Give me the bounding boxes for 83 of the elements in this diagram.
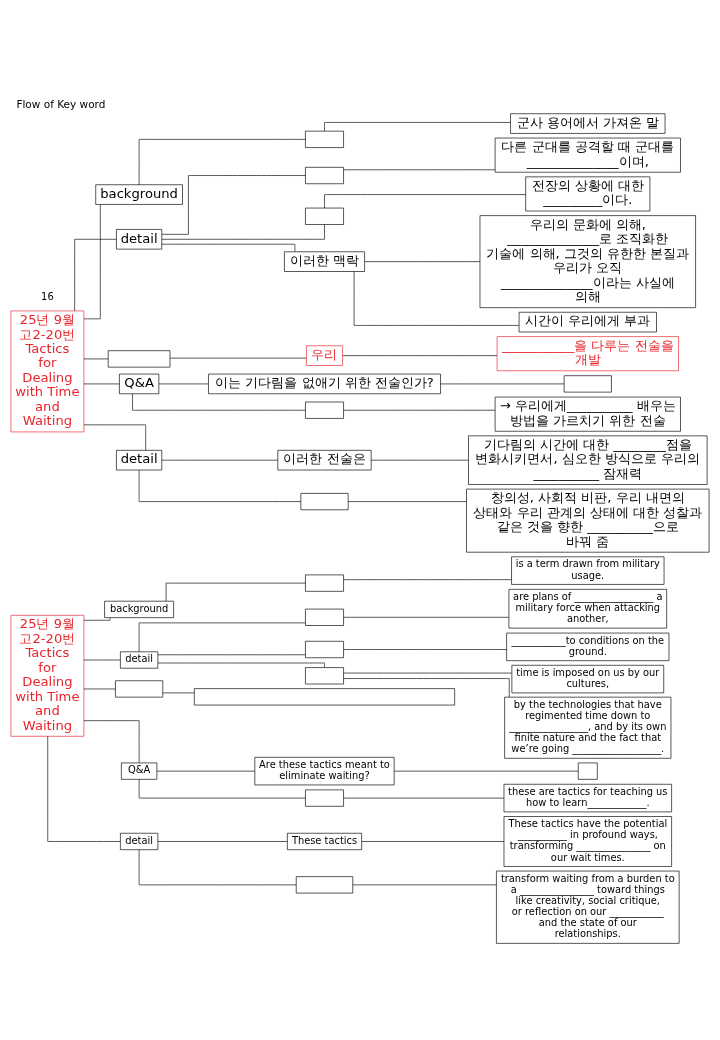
connector [138, 469, 302, 502]
node-box [305, 667, 344, 685]
node-box: 25년 9월 고2-20번 Tactics for Dealing with Time and Waiting [10, 310, 85, 433]
node-box [305, 608, 344, 626]
connector [157, 654, 306, 656]
node-box: 우리 [306, 345, 343, 366]
connector [343, 409, 496, 411]
connector [157, 662, 325, 668]
connector [47, 736, 121, 842]
node-box: 25년 9월 고2-20번 Tactics for Dealing with Time and Waiting [10, 615, 85, 737]
connector [364, 261, 481, 262]
node-box: detail [120, 832, 159, 851]
node-box: is a term drawn from military usage. [511, 556, 665, 585]
node-box [305, 166, 344, 185]
node-box: Q&A [119, 373, 160, 395]
node-box: ___________to conditions on the ground. [506, 632, 670, 662]
node-box: ___________을 다루는 전술을 개발 [496, 336, 679, 372]
node-box: 전장의 상황에 대한 _________이다. [525, 176, 651, 212]
node-box: 이는 기다림을 없애기 위한 전술인가? [208, 373, 441, 395]
node-box: 군사 용어에서 가져온 말 [510, 113, 666, 134]
connector [370, 459, 469, 461]
node-box: are plans of ________________ a military force when attacking another, [508, 589, 667, 629]
node-box [305, 401, 344, 419]
connector [324, 122, 511, 132]
node-box [305, 789, 344, 807]
connector [158, 383, 209, 385]
connector [343, 616, 509, 618]
connector [83, 688, 116, 690]
node-box [563, 375, 612, 393]
node-box: → 우리에게__________ 배우는 방법을 가르치기 위한 전술 [494, 396, 681, 432]
connector [138, 622, 306, 653]
node-box: detail [116, 229, 163, 250]
node-box [295, 876, 354, 894]
connector [324, 194, 526, 209]
node-box: background [104, 600, 174, 618]
node-box: These tactics have the potential __________ in profound ways, transforming _______________ on our wait times. [503, 816, 672, 867]
connector [343, 169, 496, 171]
connector [343, 579, 512, 580]
node-box [305, 574, 344, 592]
node-box: 기다림의 시간에 대한 ________점을 변화시키면서, 심오한 방식으로 우리의 __________ 잠재력 [468, 435, 708, 485]
connector [343, 797, 505, 799]
connector [83, 204, 101, 320]
node-box: 이러한 맥락 [284, 251, 365, 272]
node-box [305, 207, 344, 225]
connector [361, 841, 505, 842]
connector [138, 139, 306, 186]
node-box: 다른 군대를 공격할 때 군대를 ______________이며, [494, 137, 681, 173]
node-box: 우리의 문화에 의해, ______________로 조직화한 기술에 의해, 그것의 유한한 본질과 우리가 오직 ______________이라는 사실에 의해 [479, 215, 696, 308]
connector [161, 175, 306, 235]
connector [440, 383, 565, 385]
node-box: background [95, 184, 183, 205]
connector [343, 678, 510, 698]
node-box [107, 350, 171, 368]
node-box: Q&A [121, 762, 158, 780]
connector [353, 271, 520, 326]
connector [343, 672, 512, 674]
node-box: 이러한 전술은 [277, 450, 372, 471]
node-box [305, 640, 344, 659]
node-box [577, 762, 598, 780]
connector [343, 649, 507, 650]
node-box: 창의성, 사회적 비판, 우리 내면의 상태와 우리 관계의 상태에 대한 성찰과 같은 것을 향한 __________으로 바꿔 줌 [466, 488, 710, 553]
node-box [115, 680, 164, 698]
label: 16 [41, 291, 54, 303]
connector [132, 393, 306, 411]
node-box: detail [116, 450, 163, 471]
node-box: 시간이 우리에게 부과 [518, 311, 657, 333]
node-box: Are these tactics meant to eliminate waiting? [254, 757, 395, 786]
node-box: These tactics [287, 832, 362, 851]
connector [161, 224, 325, 240]
connector [157, 841, 288, 842]
node-box [300, 493, 349, 511]
node-box: time is imposed on us by our cultures, [511, 664, 665, 694]
node-box [194, 688, 455, 706]
node-box: by the technologies that have regimented time down to ________________, and by its own finite nature and the fact that we’re going __________________. [504, 696, 672, 759]
node-box: transform waiting from a burden to a _______________ toward things like creativity, social critique, or reflection on our ___________ and the state of our relationships. [496, 870, 680, 944]
connector [74, 238, 117, 312]
diagram-title: Flow of Key word [16, 97, 106, 110]
connector [138, 779, 306, 799]
node-box [305, 130, 344, 148]
connector [348, 501, 467, 502]
node-box: detail [120, 651, 159, 669]
node-box: these are tactics for teaching us how to learn____________. [503, 783, 672, 813]
connector [165, 582, 306, 602]
